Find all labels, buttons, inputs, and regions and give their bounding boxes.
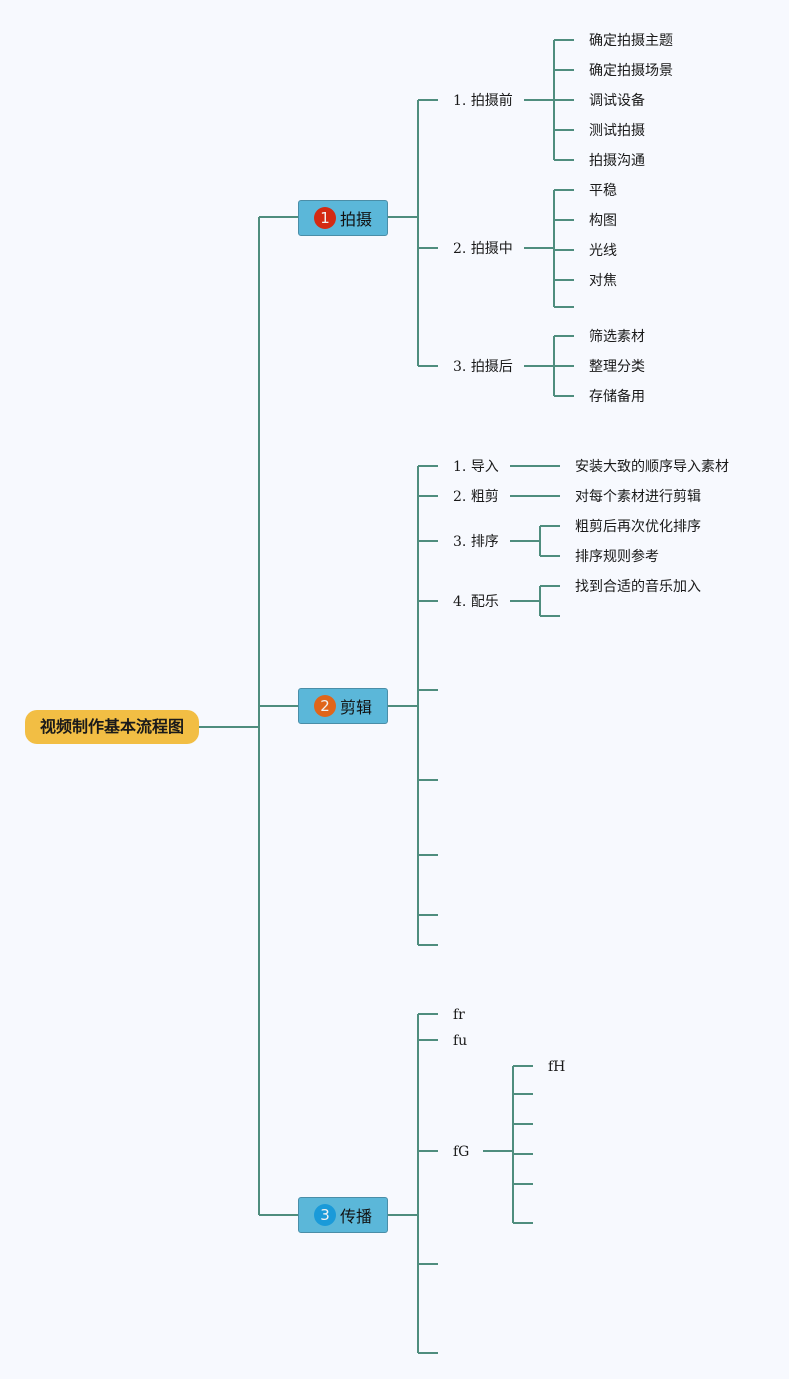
leaf-topic[interactable]: fH bbox=[548, 1059, 566, 1075]
subtopic-after-shooting[interactable]: 3. 拍摄后 bbox=[453, 359, 513, 375]
subtopic-fg[interactable]: fG bbox=[453, 1144, 470, 1160]
leaf-topic[interactable]: 调试设备 bbox=[589, 93, 645, 109]
root-node[interactable]: 视频制作基本流程图 bbox=[25, 710, 199, 744]
branch-node-editing[interactable]: 2 剪辑 bbox=[298, 688, 388, 724]
leaf-topic[interactable]: 对每个素材进行剪辑 bbox=[575, 489, 701, 505]
leaf-topic[interactable]: 找到合适的音乐加入 bbox=[575, 579, 701, 595]
subtopic-music[interactable]: 4. 配乐 bbox=[453, 594, 499, 610]
leaf-topic[interactable]: 对焦 bbox=[589, 273, 617, 289]
subtopic-rough-cut[interactable]: 2. 粗剪 bbox=[453, 489, 499, 505]
leaf-topic[interactable]: 确定拍摄主题 bbox=[589, 33, 673, 49]
branch-node-shooting[interactable]: 1 拍摄 bbox=[298, 200, 388, 236]
subtopic-import[interactable]: 1. 导入 bbox=[453, 459, 499, 475]
leaf-topic[interactable]: 排序规则参考 bbox=[575, 549, 659, 565]
leaf-topic[interactable]: 筛选素材 bbox=[589, 329, 645, 345]
subtopic-ordering[interactable]: 3. 排序 bbox=[453, 534, 499, 550]
number-badge-icon: 3 bbox=[313, 1204, 336, 1226]
leaf-topic[interactable]: 光线 bbox=[589, 243, 617, 259]
leaf-topic[interactable]: 拍摄沟通 bbox=[589, 153, 645, 169]
leaf-topic[interactable]: 平稳 bbox=[589, 183, 617, 199]
leaf-topic[interactable]: 安装大致的顺序导入素材 bbox=[575, 459, 729, 475]
subtopic-fu[interactable]: fu bbox=[453, 1033, 468, 1049]
number-badge-icon: 1 bbox=[313, 207, 336, 229]
leaf-topic[interactable]: 粗剪后再次优化排序 bbox=[575, 519, 701, 535]
leaf-topic[interactable]: 整理分类 bbox=[589, 359, 645, 375]
subtopic-fr[interactable]: fr bbox=[453, 1007, 465, 1023]
leaf-topic[interactable]: 构图 bbox=[589, 213, 617, 229]
leaf-topic[interactable]: 确定拍摄场景 bbox=[589, 63, 673, 79]
subtopic-during-shooting[interactable]: 2. 拍摄中 bbox=[453, 241, 513, 257]
number-badge-icon: 2 bbox=[313, 695, 336, 717]
leaf-topic[interactable]: 存储备用 bbox=[589, 389, 645, 405]
subtopic-before-shooting[interactable]: 1. 拍摄前 bbox=[453, 93, 513, 109]
branch-node-distribution[interactable]: 3 传播 bbox=[298, 1197, 388, 1233]
branch-label: 传播 bbox=[339, 1207, 372, 1226]
branch-label: 剪辑 bbox=[339, 698, 372, 717]
leaf-topic[interactable]: 测试拍摄 bbox=[589, 123, 645, 139]
branch-label: 拍摄 bbox=[339, 210, 372, 229]
